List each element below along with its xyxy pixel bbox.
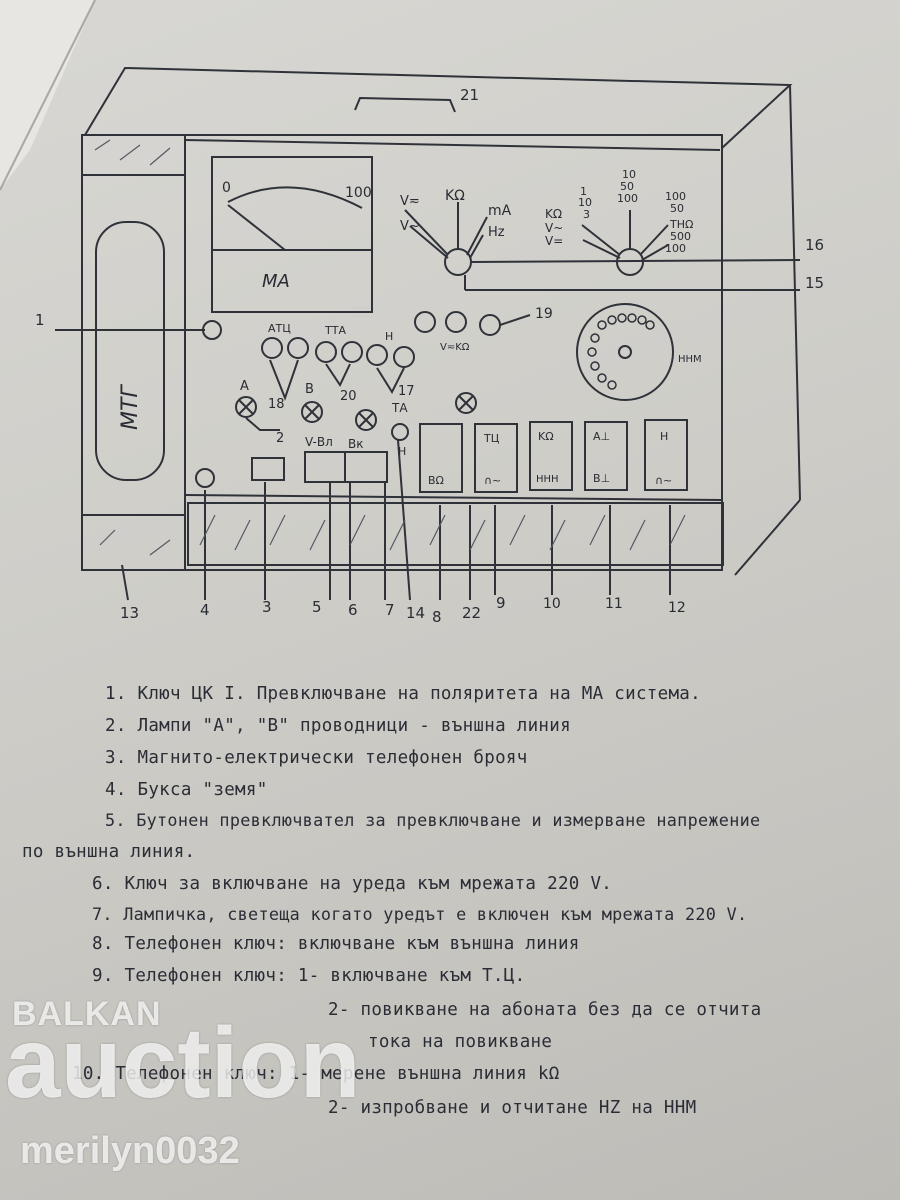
sel-left-label-0: V≂ <box>400 194 420 209</box>
callout-4: 4 <box>200 601 210 619</box>
sel-right-left-1: 10 <box>578 196 592 209</box>
sel-right-top-2: 100 <box>617 192 638 205</box>
legend-item-8: 8. Телефонен ключ: включване към външна … <box>92 934 580 954</box>
key-panel-3-bottom: ННН <box>536 474 559 485</box>
device-diagram: 0 100 МА МТГ V≂ KΩ mA V~ Hz 1 10 3 KΩ V~… <box>35 66 824 626</box>
watermark-user: merilyn0032 <box>20 1130 240 1172</box>
callout-14: 14 <box>406 604 425 622</box>
legend-list: 1. Ключ ЦК I. Превключване на поляритета… <box>0 670 900 1150</box>
sel-right-left-2: 3 <box>583 208 590 221</box>
callout-16: 16 <box>805 236 824 254</box>
lamp-label-n: Н <box>385 330 393 343</box>
box-top-outline <box>84 66 793 149</box>
callout-15: 15 <box>805 274 824 292</box>
lamp-small-b: В <box>305 382 314 397</box>
sel-right-left-0: 1 <box>580 185 587 198</box>
legend-item-9-opt2-cont: тока на повикване <box>368 1032 553 1052</box>
sel-right-top-0: 10 <box>622 168 636 181</box>
callout-19: 19 <box>535 306 553 322</box>
strip-hatching <box>94 139 686 556</box>
key-panel-2-bottom: ∩~ <box>484 474 501 487</box>
callout-12: 12 <box>668 600 686 616</box>
lamp-label-tta: ТТА <box>324 324 346 337</box>
callout-10: 10 <box>543 596 561 612</box>
legend-item-2: 2. Лампи "А", "В" проводници - външна ли… <box>105 716 571 736</box>
callout-1: 1 <box>35 311 45 329</box>
meter-unit: МА <box>262 271 290 292</box>
front-panel-frame <box>81 134 723 571</box>
callout-18: 18 <box>268 397 285 412</box>
callout-2: 2 <box>276 431 284 446</box>
sel-right-left-4: V~ <box>545 221 563 235</box>
sel-right-right-1: 50 <box>670 202 684 215</box>
callout-5: 5 <box>312 598 322 616</box>
callout-9: 9 <box>496 594 506 612</box>
meter-scale-end: 100 <box>345 185 372 201</box>
switch-label-vvl: V-Вл <box>305 435 333 449</box>
box-side-edge <box>789 84 801 501</box>
legend-item-5-cont: по външна линия. <box>22 842 196 862</box>
key-panel-2-top: ТЦ <box>483 432 500 445</box>
sel-right-right-3: 500 <box>670 230 691 243</box>
key-panel-4-top: А⊥ <box>593 430 610 443</box>
box-bottom-edge <box>734 499 801 576</box>
legend-item-1: 1. Ключ ЦК I. Превключване на поляритета… <box>105 684 701 704</box>
callout-22: 22 <box>462 604 481 622</box>
sel-left-label-3: V~ <box>400 219 420 234</box>
key-panel-3-top: KΩ <box>538 430 554 443</box>
callout-6: 6 <box>348 601 358 619</box>
tube-shape <box>95 221 165 481</box>
callout-17: 17 <box>398 384 415 399</box>
dial-outline <box>576 303 674 401</box>
lamp-small-ta: ТА <box>391 401 408 415</box>
callout-7: 7 <box>385 601 395 619</box>
callout-11: 11 <box>605 596 623 612</box>
legend-item-4: 4. Букса "земя" <box>105 780 268 800</box>
legend-item-3: 3. Магнито-електрически телефонен брояч <box>105 748 528 768</box>
sel-right-right-4: 100 <box>665 242 686 255</box>
lamp-small-n: Н <box>398 445 406 458</box>
key-panel-5-bottom: ∩~ <box>655 474 672 487</box>
lamp-label-atc: АТЦ <box>268 322 291 335</box>
callout-13: 13 <box>120 604 139 622</box>
dial-holes <box>587 313 655 390</box>
sel-right-left-3: KΩ <box>545 207 562 221</box>
handle-outline <box>354 96 456 113</box>
sel-right-left-5: V= <box>545 234 563 248</box>
test-label: V≂KΩ <box>440 342 470 353</box>
key-panel-5-top: Н <box>660 430 668 443</box>
meter-scale-start: 0 <box>222 180 231 196</box>
sel-right-right-2: THΩ <box>669 218 693 231</box>
legend-item-5: 5. Бутонен превключвател за превключване… <box>105 810 761 830</box>
legend-item-7: 7. Лампичка, светеща когато уредът е вкл… <box>92 904 748 924</box>
callout-3: 3 <box>262 598 272 616</box>
key-panel-4-bottom: В⊥ <box>593 472 610 485</box>
dial-label: ННМ <box>678 354 702 365</box>
sel-right-top-1: 50 <box>620 180 634 193</box>
tube-label: МТГ <box>118 384 143 430</box>
meter-box <box>211 156 373 313</box>
sel-left-label-1: KΩ <box>445 188 465 204</box>
x-lamps <box>235 392 477 431</box>
legend-item-10-opt2: 2- изпробване и отчитане HZ на ННМ <box>328 1098 697 1118</box>
key-panel-1-bottom: ВΩ <box>428 474 444 487</box>
sel-left-label-4: Hz <box>488 225 505 240</box>
sel-right-right-0: 100 <box>665 190 686 203</box>
lamp-small-a: А <box>240 379 249 394</box>
callout-8: 8 <box>432 608 442 626</box>
callout-21: 21 <box>460 86 479 104</box>
watermark-brand-top: BALKAN <box>12 995 162 1033</box>
legend-item-9: 9. Телефонен ключ: 1- включване към Т.Ц. <box>92 966 526 986</box>
callout-20: 20 <box>340 389 357 404</box>
sel-left-label-2: mA <box>488 203 512 219</box>
legend-item-10: 10. Телефонен ключ: 1- мерене външна лин… <box>72 1064 560 1084</box>
watermark-brand-main: auction <box>5 1007 361 1119</box>
legend-item-9-opt2: 2- повикване на абоната без да се отчита <box>328 1000 762 1020</box>
lower-strip <box>187 502 724 566</box>
switch-label-vk: Вк <box>348 437 363 451</box>
legend-item-6: 6. Ключ за включване на уреда към мрежат… <box>92 874 613 894</box>
